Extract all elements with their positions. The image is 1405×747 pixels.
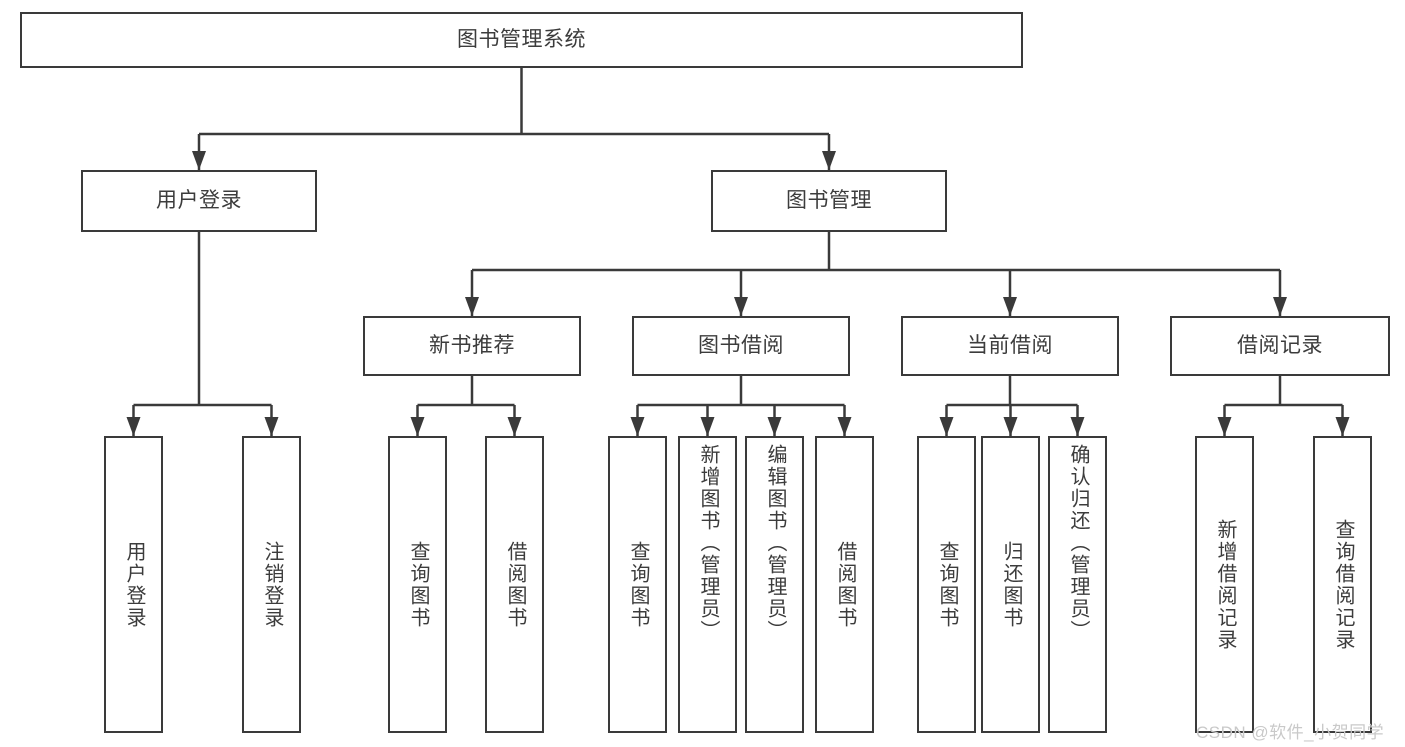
node-label: 新增图书（管理员） [697, 444, 719, 642]
arrowhead-icon [767, 417, 782, 436]
node-label: 借阅图书 [834, 540, 856, 629]
arrowhead-icon [1273, 297, 1287, 316]
node-user-login[interactable]: 用户登录 [81, 170, 317, 232]
arrowhead-icon [410, 417, 425, 436]
node-label: 借阅图书 [504, 540, 526, 629]
arrowhead-icon [264, 417, 279, 436]
node-leaf-user-login[interactable]: 用户登录 [104, 436, 163, 733]
node-label: 借阅记录 [1237, 333, 1323, 357]
node-label: 注销登录 [261, 540, 283, 629]
arrowhead-icon [734, 297, 748, 316]
arrowhead-icon [1217, 417, 1232, 436]
node-label: 用户登录 [123, 540, 145, 629]
edge-layer [126, 68, 1350, 436]
node-label: 归还图书 [1000, 540, 1022, 629]
arrowhead-icon [1335, 417, 1350, 436]
arrowhead-icon [192, 151, 206, 170]
arrowhead-icon [1003, 297, 1017, 316]
arrowhead-icon [630, 417, 645, 436]
node-label: 当前借阅 [967, 333, 1053, 357]
arrowhead-icon [1070, 417, 1085, 436]
node-leaf-borrow-book-1[interactable]: 借阅图书 [485, 436, 544, 733]
node-leaf-user-logout[interactable]: 注销登录 [242, 436, 301, 733]
node-label: 新书推荐 [429, 333, 515, 357]
node-leaf-query-book-3[interactable]: 查询图书 [917, 436, 976, 733]
node-leaf-return-book[interactable]: 归还图书 [981, 436, 1040, 733]
node-leaf-edit-book[interactable]: 编辑图书（管理员） [745, 436, 804, 733]
node-book-borrow[interactable]: 图书借阅 [632, 316, 850, 376]
arrowhead-icon [939, 417, 954, 436]
node-book-manage[interactable]: 图书管理 [711, 170, 947, 232]
node-new-book-rec[interactable]: 新书推荐 [363, 316, 581, 376]
node-root[interactable]: 图书管理系统 [20, 12, 1023, 68]
arrowhead-icon [700, 417, 715, 436]
arrowhead-icon [837, 417, 852, 436]
arrowhead-icon [465, 297, 479, 316]
node-leaf-add-record[interactable]: 新增借阅记录 [1195, 436, 1254, 733]
node-leaf-query-record[interactable]: 查询借阅记录 [1313, 436, 1372, 733]
arrowhead-icon [126, 417, 141, 436]
node-label: 确认归还（管理员） [1067, 444, 1089, 642]
node-label: 编辑图书（管理员） [764, 444, 786, 642]
node-borrow-record[interactable]: 借阅记录 [1170, 316, 1390, 376]
node-label: 用户登录 [156, 188, 242, 212]
node-label: 查询借阅记录 [1332, 518, 1354, 651]
node-leaf-confirm-return[interactable]: 确认归还（管理员） [1048, 436, 1107, 733]
node-label: 图书借阅 [698, 333, 784, 357]
node-label: 查询图书 [936, 540, 958, 629]
node-label: 图书管理 [786, 188, 872, 212]
node-label: 查询图书 [627, 540, 649, 629]
node-current-borrow[interactable]: 当前借阅 [901, 316, 1119, 376]
arrowhead-icon [507, 417, 522, 436]
node-leaf-add-book[interactable]: 新增图书（管理员） [678, 436, 737, 733]
node-label: 查询图书 [407, 540, 429, 629]
node-label: 新增借阅记录 [1214, 518, 1236, 651]
node-leaf-query-book-1[interactable]: 查询图书 [388, 436, 447, 733]
arrowhead-icon [1003, 417, 1018, 436]
node-label: 图书管理系统 [457, 27, 586, 51]
node-leaf-query-book-2[interactable]: 查询图书 [608, 436, 667, 733]
arrowhead-icon [822, 151, 836, 170]
node-leaf-borrow-book-2[interactable]: 借阅图书 [815, 436, 874, 733]
